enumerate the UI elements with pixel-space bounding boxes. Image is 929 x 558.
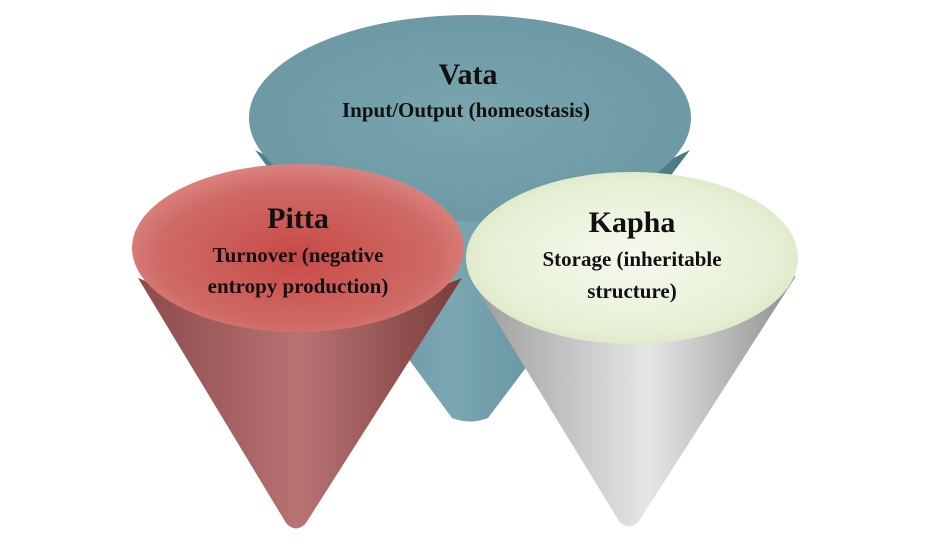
kapha-cone-top — [466, 172, 798, 344]
pitta-cone: Pitta Turnover (negative entropy product… — [132, 164, 464, 529]
kapha-description-line-2: structure) — [587, 279, 676, 303]
vata-cone-top — [249, 15, 691, 221]
pitta-description-line-1: Turnover (negative — [213, 243, 384, 267]
kapha-cone-body — [469, 276, 796, 527]
pitta-cone-top — [132, 164, 464, 332]
kapha-cone: Kapha Storage (inheritable structure) — [466, 172, 798, 527]
pitta-cone-body — [138, 278, 462, 529]
pitta-description-line-2: entropy production) — [208, 274, 389, 298]
kapha-description-line-1: Storage (inheritable — [542, 247, 721, 271]
kapha-title: Kapha — [589, 206, 676, 239]
pitta-title: Pitta — [267, 202, 329, 235]
vata-description-line-1: Input/Output (homeostasis) — [342, 98, 590, 122]
vata-title: Vata — [439, 58, 498, 91]
